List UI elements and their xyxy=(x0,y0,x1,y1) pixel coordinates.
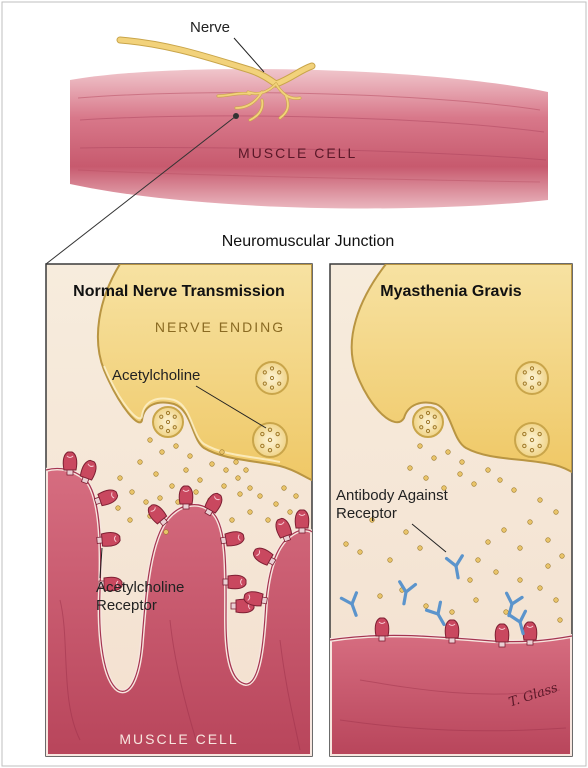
acetylcholine-molecule xyxy=(230,518,235,523)
acetylcholine-molecule xyxy=(460,460,465,465)
panel-mg: Myasthenia Gravis Antibody Against Recep… xyxy=(330,264,572,756)
acetylcholine-molecule xyxy=(458,472,463,477)
antibody-label-line1: Antibody Against xyxy=(336,487,449,504)
acetylcholine-molecule xyxy=(198,478,203,483)
acetylcholine-molecule xyxy=(160,450,165,455)
muscle-cell-top-label: MUSCLE CELL xyxy=(238,145,357,161)
acetylcholine-molecule xyxy=(118,476,123,481)
acetylcholine-molecule xyxy=(234,460,239,465)
acetylcholine-molecule xyxy=(238,492,243,497)
synaptic-vesicle xyxy=(256,362,288,394)
acetylcholine-molecule xyxy=(358,550,363,555)
acetylcholine-molecule xyxy=(528,520,533,525)
acetylcholine-molecule xyxy=(546,564,551,569)
acetylcholine-molecule xyxy=(266,518,271,523)
panel-normal: Normal Nerve Transmission NERVE ENDING A… xyxy=(46,264,312,756)
junction-title: Neuromuscular Junction xyxy=(222,233,395,250)
acetylcholine-molecule xyxy=(468,578,473,583)
acetylcholine-molecule xyxy=(282,486,287,491)
acetylcholine-molecule xyxy=(344,542,349,547)
acetylcholine-molecule xyxy=(432,456,437,461)
acetylcholine-molecule xyxy=(138,460,143,465)
acetylcholine-molecule xyxy=(474,598,479,603)
acetylcholine-molecule xyxy=(294,494,299,499)
acetylcholine-molecule xyxy=(560,554,565,559)
acetylcholine-molecule xyxy=(472,482,477,487)
acetylcholine-molecule xyxy=(130,490,135,495)
acetylcholine-molecule xyxy=(546,538,551,543)
panel-mg-title: Myasthenia Gravis xyxy=(380,283,522,300)
acetylcholine-molecule xyxy=(274,502,279,507)
nerve-label: Nerve xyxy=(190,19,230,36)
acetylcholine-molecule xyxy=(170,484,175,489)
synaptic-vesicle xyxy=(413,407,443,437)
acetylcholine-molecule xyxy=(486,540,491,545)
acetylcholine-molecule xyxy=(418,546,423,551)
zoom-point xyxy=(233,113,239,119)
acetylcholine-molecule xyxy=(248,486,253,491)
acetylcholine-molecule xyxy=(554,510,559,515)
acetylcholine-molecule xyxy=(244,468,249,473)
acetylcholine-molecule xyxy=(446,450,451,455)
acetylcholine-molecule xyxy=(486,468,491,473)
acetylcholine-molecule xyxy=(424,476,429,481)
acetylcholine-molecule xyxy=(148,438,153,443)
acetylcholine-molecule xyxy=(418,444,423,449)
synaptic-vesicle xyxy=(253,423,287,457)
acetylcholine-molecule xyxy=(404,530,409,535)
acetylcholine-molecule xyxy=(220,450,225,455)
acetylcholine-molecule xyxy=(224,468,229,473)
acetylcholine-molecule xyxy=(476,558,481,563)
acetylcholine-molecule xyxy=(154,472,159,477)
acetylcholine-molecule xyxy=(554,598,559,603)
muscle-cell-bottom-label: MUSCLE CELL xyxy=(119,731,238,747)
acetylcholine-molecule xyxy=(248,510,253,515)
synaptic-vesicle xyxy=(153,407,183,437)
acetylcholine-molecule xyxy=(424,604,429,609)
nerve-ending-label: NERVE ENDING xyxy=(155,319,285,335)
acetylcholine-molecule xyxy=(502,528,507,533)
acetylcholine-molecule xyxy=(188,454,193,459)
acetylcholine-molecule xyxy=(288,510,293,515)
synaptic-vesicle xyxy=(515,423,549,457)
acetylcholine-molecule xyxy=(512,488,517,493)
acetylcholine-molecule xyxy=(194,490,199,495)
acetylcholine-molecule xyxy=(210,462,215,467)
acetylcholine-molecule xyxy=(236,476,241,481)
acetylcholine-molecule xyxy=(164,530,169,535)
synaptic-vesicle xyxy=(516,362,548,394)
acetylcholine-molecule xyxy=(494,570,499,575)
acetylcholine-molecule xyxy=(498,478,503,483)
acetylcholine-molecule xyxy=(558,618,563,623)
acetylcholine-molecule xyxy=(504,610,509,615)
acetylcholine-molecule xyxy=(128,518,133,523)
receptor-label-line1: Acetylcholine xyxy=(96,579,184,596)
acetylcholine-molecule xyxy=(538,498,543,503)
acetylcholine-molecule xyxy=(450,610,455,615)
acetylcholine-molecule xyxy=(538,586,543,591)
acetylcholine-molecule xyxy=(378,594,383,599)
acetylcholine-molecule xyxy=(184,468,189,473)
receptor-label-line2: Receptor xyxy=(96,597,157,614)
antibody-label-line2: Receptor xyxy=(336,505,397,522)
acetylcholine-molecule xyxy=(518,578,523,583)
acetylcholine-molecule xyxy=(408,466,413,471)
acetylcholine-label: Acetylcholine xyxy=(112,367,200,384)
acetylcholine-molecule xyxy=(174,444,179,449)
muscle-fiber-overview xyxy=(70,69,548,209)
acetylcholine-molecule xyxy=(158,496,163,501)
acetylcholine-molecule xyxy=(388,558,393,563)
panel-normal-title: Normal Nerve Transmission xyxy=(73,283,285,300)
acetylcholine-molecule xyxy=(258,494,263,499)
acetylcholine-molecule xyxy=(144,500,149,505)
acetylcholine-molecule xyxy=(222,484,227,489)
acetylcholine-molecule xyxy=(518,546,523,551)
acetylcholine-molecule xyxy=(116,506,121,511)
